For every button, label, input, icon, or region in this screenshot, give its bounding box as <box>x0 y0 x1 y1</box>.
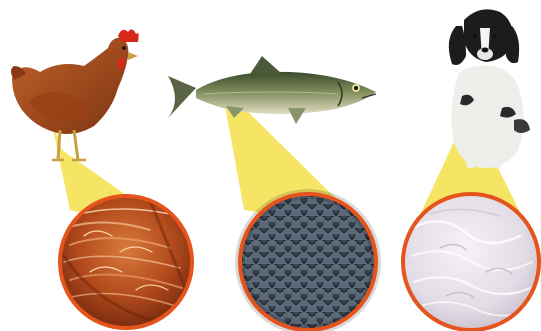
dog-illustration <box>449 9 530 168</box>
feathers-magnified-lens <box>60 196 192 328</box>
fish-illustration <box>168 56 376 124</box>
fish-panel <box>168 56 380 331</box>
chicken-illustration <box>11 29 139 160</box>
dog-panel <box>403 9 539 330</box>
fur-magnified-lens <box>403 194 539 330</box>
chicken-panel <box>11 29 192 328</box>
scales-magnified-lens <box>238 192 380 331</box>
